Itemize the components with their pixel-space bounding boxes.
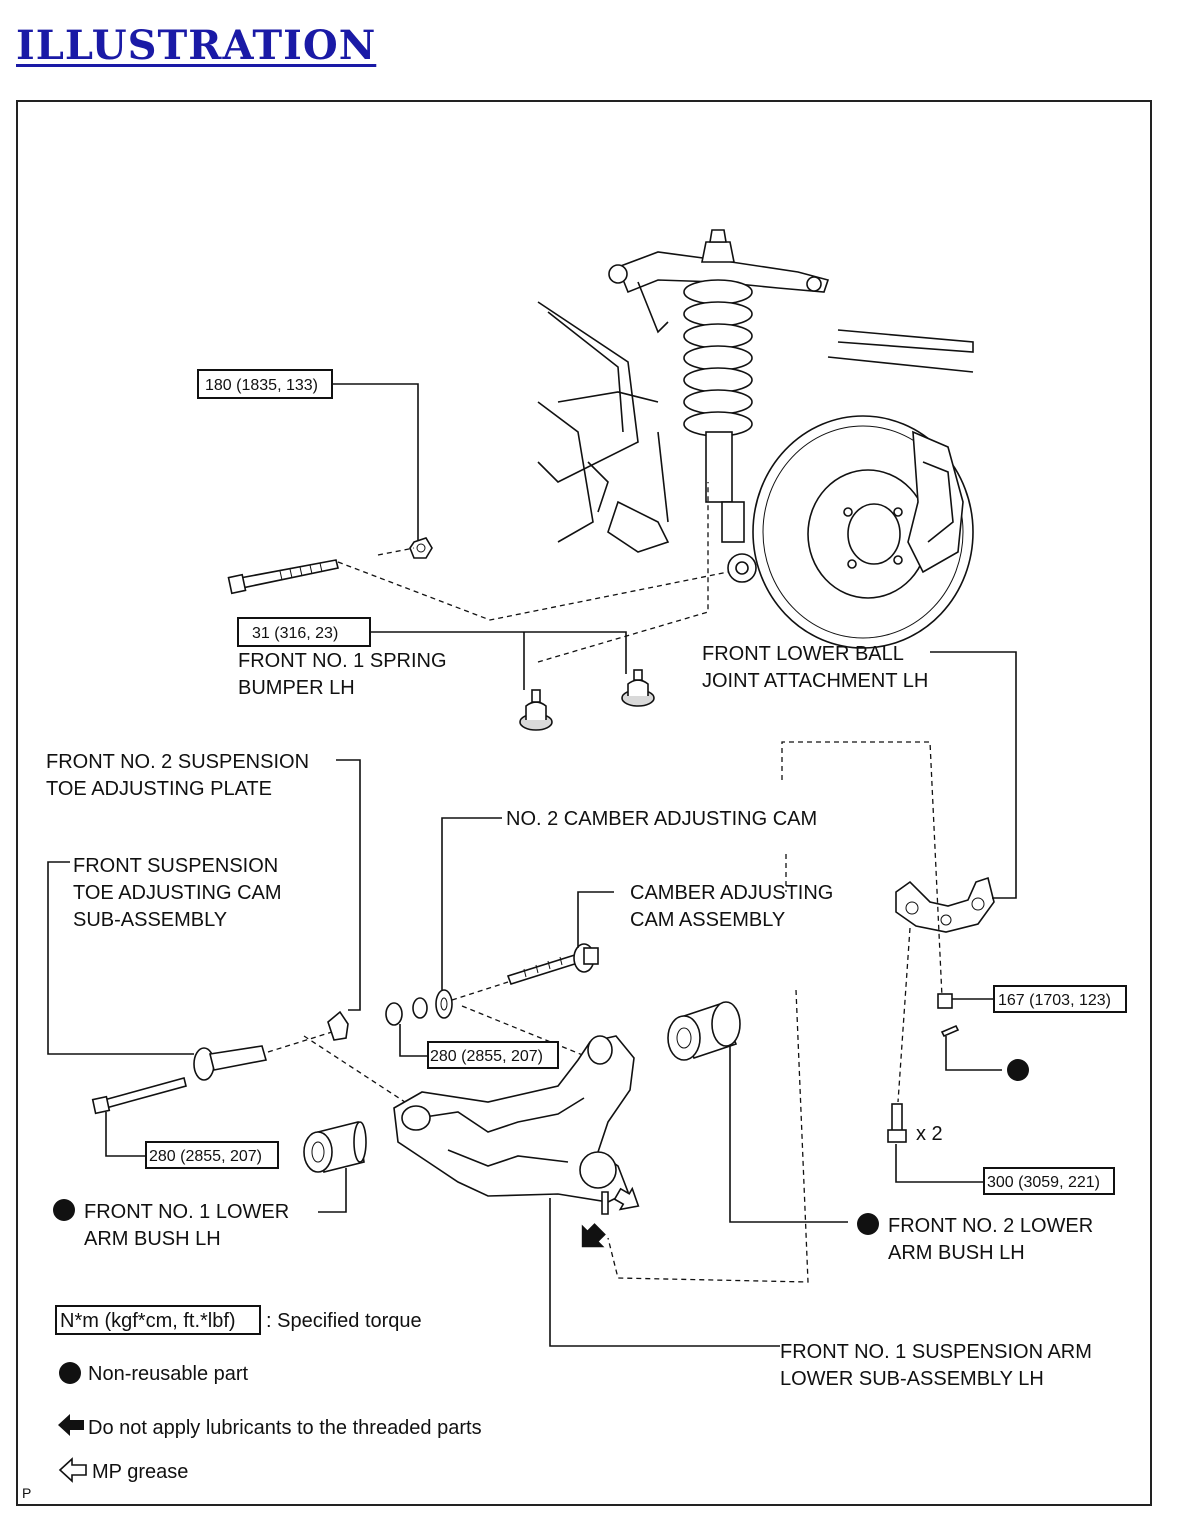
ball-joint-cotter bbox=[940, 1024, 1029, 1081]
lower-arm-bush-1 bbox=[303, 1121, 367, 1173]
svg-text:TOE ADJUSTING PLATE: TOE ADJUSTING PLATE bbox=[46, 778, 272, 800]
label-lower-arm: FRONT NO. 1 SUSPENSION ARM LOWER SUB-ASS… bbox=[780, 1341, 1092, 1390]
torque-box-cam-nut: 280 (2855, 207) bbox=[427, 1041, 559, 1069]
torque-box-toe-cam-bolt: 280 (2855, 207) bbox=[145, 1141, 279, 1169]
svg-text:MP grease: MP grease bbox=[92, 1461, 188, 1483]
svg-text:Non-reusable part: Non-reusable part bbox=[88, 1363, 249, 1385]
suspension-diagram: 180 (1835, 133) 31 (316, 23) 167 (1703, … bbox=[22, 229, 1127, 1501]
ball-joint-attachment bbox=[895, 876, 995, 933]
legend-nonreusable: Non-reusable part bbox=[59, 1362, 249, 1385]
svg-text:CAMBER ADJUSTING: CAMBER ADJUSTING bbox=[630, 882, 833, 904]
svg-text:FRONT NO. 2 SUSPENSION: FRONT NO. 2 SUSPENSION bbox=[46, 751, 309, 773]
mp-grease-arrow bbox=[613, 1186, 640, 1211]
legend-torque: N*m (kgf*cm, ft.*lbf) : Specified torque bbox=[55, 1305, 422, 1335]
svg-text:FRONT NO. 1 SPRING: FRONT NO. 1 SPRING bbox=[238, 650, 447, 672]
vehicle-suspension-assembly bbox=[537, 229, 974, 649]
torque-box-ball-joint-nut: 167 (1703, 123) bbox=[993, 985, 1127, 1013]
label-camber-cam: CAMBER ADJUSTING CAM ASSEMBLY bbox=[630, 882, 833, 931]
torque-box-upper-bolt: 180 (1835, 133) bbox=[197, 369, 333, 399]
lower-arm bbox=[393, 1035, 635, 1215]
svg-text:FRONT LOWER BALL: FRONT LOWER BALL bbox=[702, 643, 904, 665]
svg-text:NO. 2 CAMBER ADJUSTING CAM: NO. 2 CAMBER ADJUSTING CAM bbox=[506, 808, 817, 830]
svg-text:: Specified torque: : Specified torque bbox=[266, 1310, 422, 1332]
svg-text:300 (3059, 221): 300 (3059, 221) bbox=[987, 1174, 1100, 1191]
cam-nut bbox=[385, 997, 428, 1026]
label-spring-bumper: FRONT NO. 1 SPRING BUMPER LH bbox=[238, 650, 447, 699]
svg-text:LOWER SUB-ASSEMBLY LH: LOWER SUB-ASSEMBLY LH bbox=[780, 1368, 1044, 1390]
svg-text:SUB-ASSEMBLY: SUB-ASSEMBLY bbox=[73, 909, 227, 931]
svg-text:ARM BUSH LH: ARM BUSH LH bbox=[888, 1242, 1025, 1264]
label-toe-cam: FRONT SUSPENSION TOE ADJUSTING CAM SUB-A… bbox=[73, 855, 282, 931]
svg-text:N*m (kgf*cm, ft.*lbf): N*m (kgf*cm, ft.*lbf) bbox=[60, 1310, 236, 1332]
quantity-label: x 2 bbox=[916, 1123, 943, 1145]
toe-adjusting-plate bbox=[327, 1010, 349, 1041]
legend-mp-grease: MP grease bbox=[58, 1457, 188, 1483]
corner-code: P bbox=[22, 1485, 31, 1501]
lower-arm-bush-2 bbox=[667, 1001, 741, 1061]
toe-adjusting-cam bbox=[193, 1045, 268, 1081]
hollow-arrow-icon bbox=[58, 1457, 87, 1483]
torque-box-spring-bumper: 31 (316, 23) bbox=[237, 617, 371, 647]
label-ball-joint-attachment: FRONT LOWER BALL JOINT ATTACHMENT LH bbox=[702, 643, 928, 692]
diagram-frame: 180 (1835, 133) 31 (316, 23) 167 (1703, … bbox=[16, 100, 1152, 1506]
no2-camber-cam bbox=[435, 989, 453, 1019]
svg-text:167 (1703, 123): 167 (1703, 123) bbox=[998, 992, 1111, 1009]
svg-text:ARM BUSH LH: ARM BUSH LH bbox=[84, 1228, 221, 1250]
svg-text:FRONT NO. 1 LOWER: FRONT NO. 1 LOWER bbox=[84, 1201, 289, 1223]
upper-nut bbox=[409, 537, 433, 559]
legend-no-lubricant: Do not apply lubricants to the threaded … bbox=[58, 1414, 482, 1439]
svg-text:FRONT SUSPENSION: FRONT SUSPENSION bbox=[73, 855, 278, 877]
svg-text:BUMPER LH: BUMPER LH bbox=[238, 677, 355, 699]
spring-bumper-1 bbox=[519, 689, 553, 731]
svg-text:FRONT NO. 1 SUSPENSION ARM: FRONT NO. 1 SUSPENSION ARM bbox=[780, 1341, 1092, 1363]
no-lubricant-arrow bbox=[581, 1223, 606, 1248]
spring-bumper-2 bbox=[621, 669, 655, 707]
legend: N*m (kgf*cm, ft.*lbf) : Specified torque… bbox=[55, 1305, 482, 1483]
svg-text:TOE ADJUSTING CAM: TOE ADJUSTING CAM bbox=[73, 882, 282, 904]
svg-text:FRONT NO. 2 LOWER: FRONT NO. 2 LOWER bbox=[888, 1215, 1093, 1237]
svg-text:280 (2855, 207): 280 (2855, 207) bbox=[149, 1148, 262, 1165]
svg-text:JOINT ATTACHMENT LH: JOINT ATTACHMENT LH bbox=[702, 670, 928, 692]
filled-arrow-icon bbox=[58, 1414, 84, 1436]
upper-bolt bbox=[227, 559, 339, 595]
svg-text:280 (2855, 207): 280 (2855, 207) bbox=[430, 1048, 543, 1065]
label-toe-plate: FRONT NO. 2 SUSPENSION TOE ADJUSTING PLA… bbox=[46, 751, 309, 800]
ball-joint-bolt bbox=[887, 1103, 907, 1143]
label-bush-2: FRONT NO. 2 LOWER ARM BUSH LH bbox=[857, 1213, 1093, 1264]
svg-text:31 (316, 23): 31 (316, 23) bbox=[252, 625, 338, 642]
ball-joint-nut bbox=[937, 993, 953, 1009]
coil-spring bbox=[683, 279, 753, 437]
svg-text:180 (1835, 133): 180 (1835, 133) bbox=[205, 377, 318, 394]
label-no2-camber-cam: NO. 2 CAMBER ADJUSTING CAM bbox=[506, 808, 817, 830]
torque-box-ball-joint-bolt: 300 (3059, 221) bbox=[983, 1167, 1115, 1195]
svg-text:CAM ASSEMBLY: CAM ASSEMBLY bbox=[630, 909, 785, 931]
label-bush-1: FRONT NO. 1 LOWER ARM BUSH LH bbox=[53, 1199, 289, 1250]
toe-cam-bolt bbox=[91, 1077, 187, 1115]
camber-cam-bolt bbox=[506, 943, 599, 985]
svg-text:Do not apply lubricants to the: Do not apply lubricants to the threaded … bbox=[88, 1417, 482, 1439]
page-title: ILLUSTRATION bbox=[16, 22, 377, 69]
